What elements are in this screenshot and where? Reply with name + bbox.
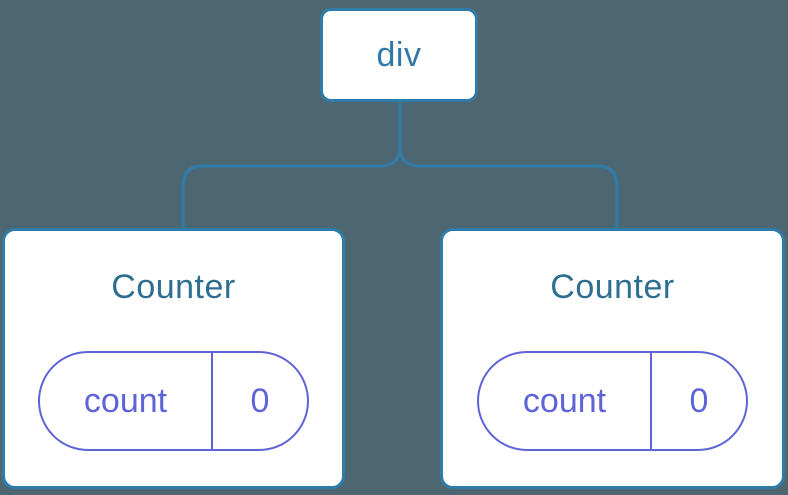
root-node-label: div [376, 35, 422, 74]
state-pill: count 0 [38, 351, 309, 451]
state-value: 0 [250, 381, 270, 420]
state-value: 0 [689, 381, 709, 420]
state-pill: count 0 [477, 351, 748, 451]
counter-node-left: Counter count 0 [2, 228, 345, 489]
counter-node-right: Counter count 0 [440, 228, 785, 489]
connector-root-to-left-child [181, 100, 402, 231]
component-title: Counter [550, 268, 675, 306]
component-title: Counter [111, 268, 236, 306]
connector-root-to-right-child [398, 100, 619, 231]
root-node-div: div [320, 8, 478, 102]
state-key: count [40, 353, 213, 449]
state-key: count [479, 353, 652, 449]
